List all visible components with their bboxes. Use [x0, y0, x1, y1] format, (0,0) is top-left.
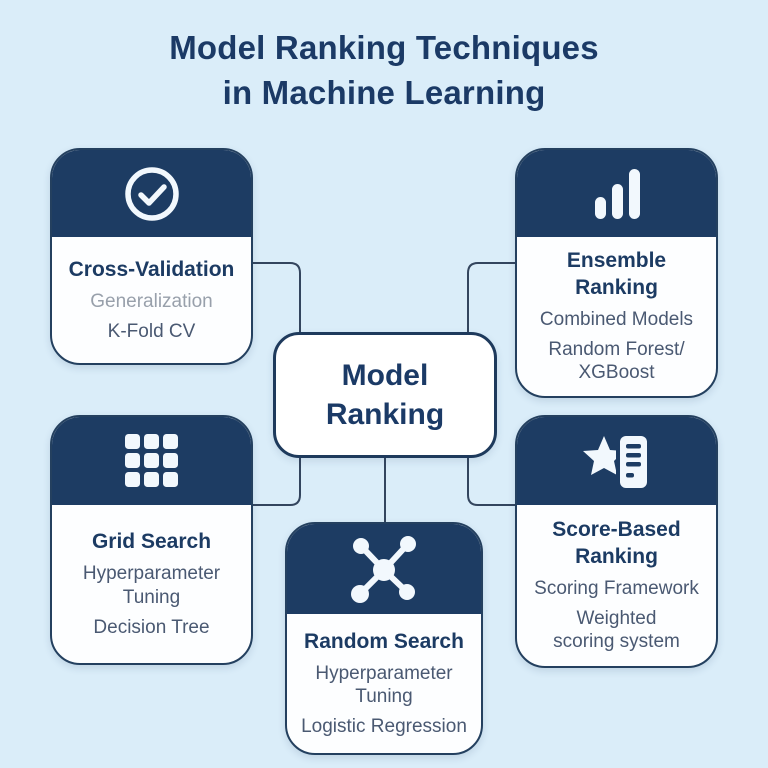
- card-title: Grid Search: [91, 530, 212, 554]
- card-header: [52, 417, 251, 505]
- card-body: Score-Based Ranking Scoring Framework We…: [517, 505, 716, 666]
- center-node-model-ranking: Model Ranking: [273, 332, 497, 458]
- connector-grid-search: [253, 457, 301, 506]
- card-score-based-ranking: Score-Based Ranking Scoring Framework We…: [515, 415, 718, 668]
- card-title: Cross-Validation: [68, 257, 235, 281]
- card-body: Cross-Validation Generalization K-Fold C…: [52, 237, 251, 363]
- check-circle-icon: [124, 166, 179, 221]
- bar-chart-icon: [594, 168, 640, 219]
- card-subline: Decision Tree: [93, 616, 210, 638]
- card-header: [517, 150, 716, 237]
- card-subline: Scoring Framework: [534, 577, 699, 599]
- grid-icon: [124, 434, 178, 487]
- card-body: Grid Search Hyperparameter Tuning Decisi…: [52, 505, 251, 663]
- card-subline: Combined Models: [539, 308, 694, 330]
- card-header: [52, 150, 251, 237]
- connector-ensemble-ranking: [467, 262, 516, 333]
- card-header: [517, 417, 716, 505]
- card-title: Random Search: [304, 629, 464, 653]
- card-ensemble-ranking: Ensemble Ranking Combined Models Random …: [515, 148, 718, 398]
- card-subline: Generalization: [90, 290, 213, 312]
- card-grid-search: Grid Search Hyperparameter Tuning Decisi…: [50, 415, 253, 665]
- card-subline: Random Forest/ XGBoost: [548, 339, 685, 384]
- center-node-label: Model Ranking: [325, 359, 445, 431]
- card-body: Random Search Hyperparameter Tuning Logi…: [287, 614, 481, 753]
- card-header: [287, 524, 481, 614]
- connector-score-based: [467, 457, 516, 506]
- card-subline: K-Fold CV: [107, 321, 196, 343]
- card-cross-validation: Cross-Validation Generalization K-Fold C…: [50, 148, 253, 365]
- card-body: Ensemble Ranking Combined Models Random …: [517, 237, 716, 396]
- network-nodes-icon: [351, 536, 416, 603]
- card-subline: Weighted scoring system: [553, 608, 680, 653]
- card-random-search: Random Search Hyperparameter Tuning Logi…: [285, 522, 483, 755]
- connector-cross-validation: [253, 262, 301, 333]
- card-subline: Hyperparameter Tuning: [82, 563, 221, 608]
- card-subline: Hyperparameter Tuning: [315, 662, 453, 708]
- card-title: Ensemble Ranking: [566, 249, 667, 299]
- star-scorecard-icon: [582, 432, 652, 492]
- page-title: Model Ranking Techniques in Machine Lear…: [169, 29, 599, 111]
- card-title: Score-Based Ranking: [552, 518, 681, 568]
- card-subline: Logistic Regression: [301, 716, 467, 738]
